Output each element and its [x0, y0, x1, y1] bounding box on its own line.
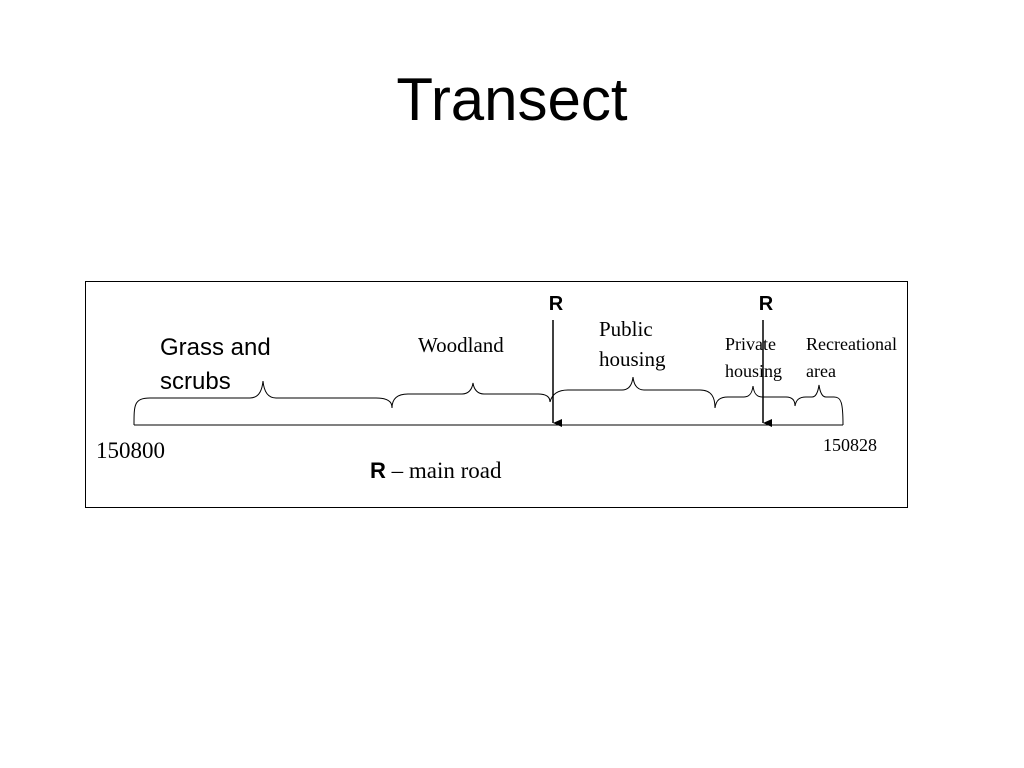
zone-label-private-line-2: housing — [725, 361, 782, 381]
zone-label-woodland: Woodland — [418, 333, 504, 357]
zone-label-grass-line-1: Grass and — [160, 334, 271, 361]
zone-label-recreational-line-2: area — [806, 361, 836, 381]
zone-label-private-housing: Private housing — [725, 334, 782, 381]
zone-label-recreational-area: Recreational area — [806, 334, 901, 381]
road-marker-label-2: R — [759, 293, 774, 315]
zone-brackets — [133, 376, 844, 426]
legend-symbol: R — [370, 458, 386, 483]
zone-label-woodland-line-1: Woodland — [418, 333, 504, 357]
bracket-recreational-area — [794, 384, 844, 426]
zone-label-private-line-1: Private — [725, 334, 776, 354]
bracket-woodland — [391, 382, 551, 409]
transect-end-label: 150828 — [823, 435, 877, 455]
zone-label-recreational-line-1: Recreational — [806, 334, 897, 354]
diagram-frame — [85, 281, 908, 508]
zone-label-public-line-2: housing — [599, 347, 666, 371]
zone-label-public-line-1: Public — [599, 317, 653, 341]
zone-label-grass-line-2: scrubs — [160, 368, 231, 395]
legend: R – main road — [370, 458, 502, 483]
road-marker-label-1: R — [549, 293, 564, 315]
legend-text: – main road — [386, 458, 502, 483]
zone-label-public-housing: Public housing — [599, 317, 666, 371]
slide-title: Transect — [396, 66, 628, 133]
bracket-public-housing — [549, 376, 716, 409]
zone-label-grass-and-scrubs: Grass and scrubs — [160, 334, 277, 395]
bracket-private-housing — [714, 385, 796, 409]
bracket-grass-and-scrubs — [133, 380, 393, 426]
transect-start-label: 150800 — [96, 438, 165, 463]
